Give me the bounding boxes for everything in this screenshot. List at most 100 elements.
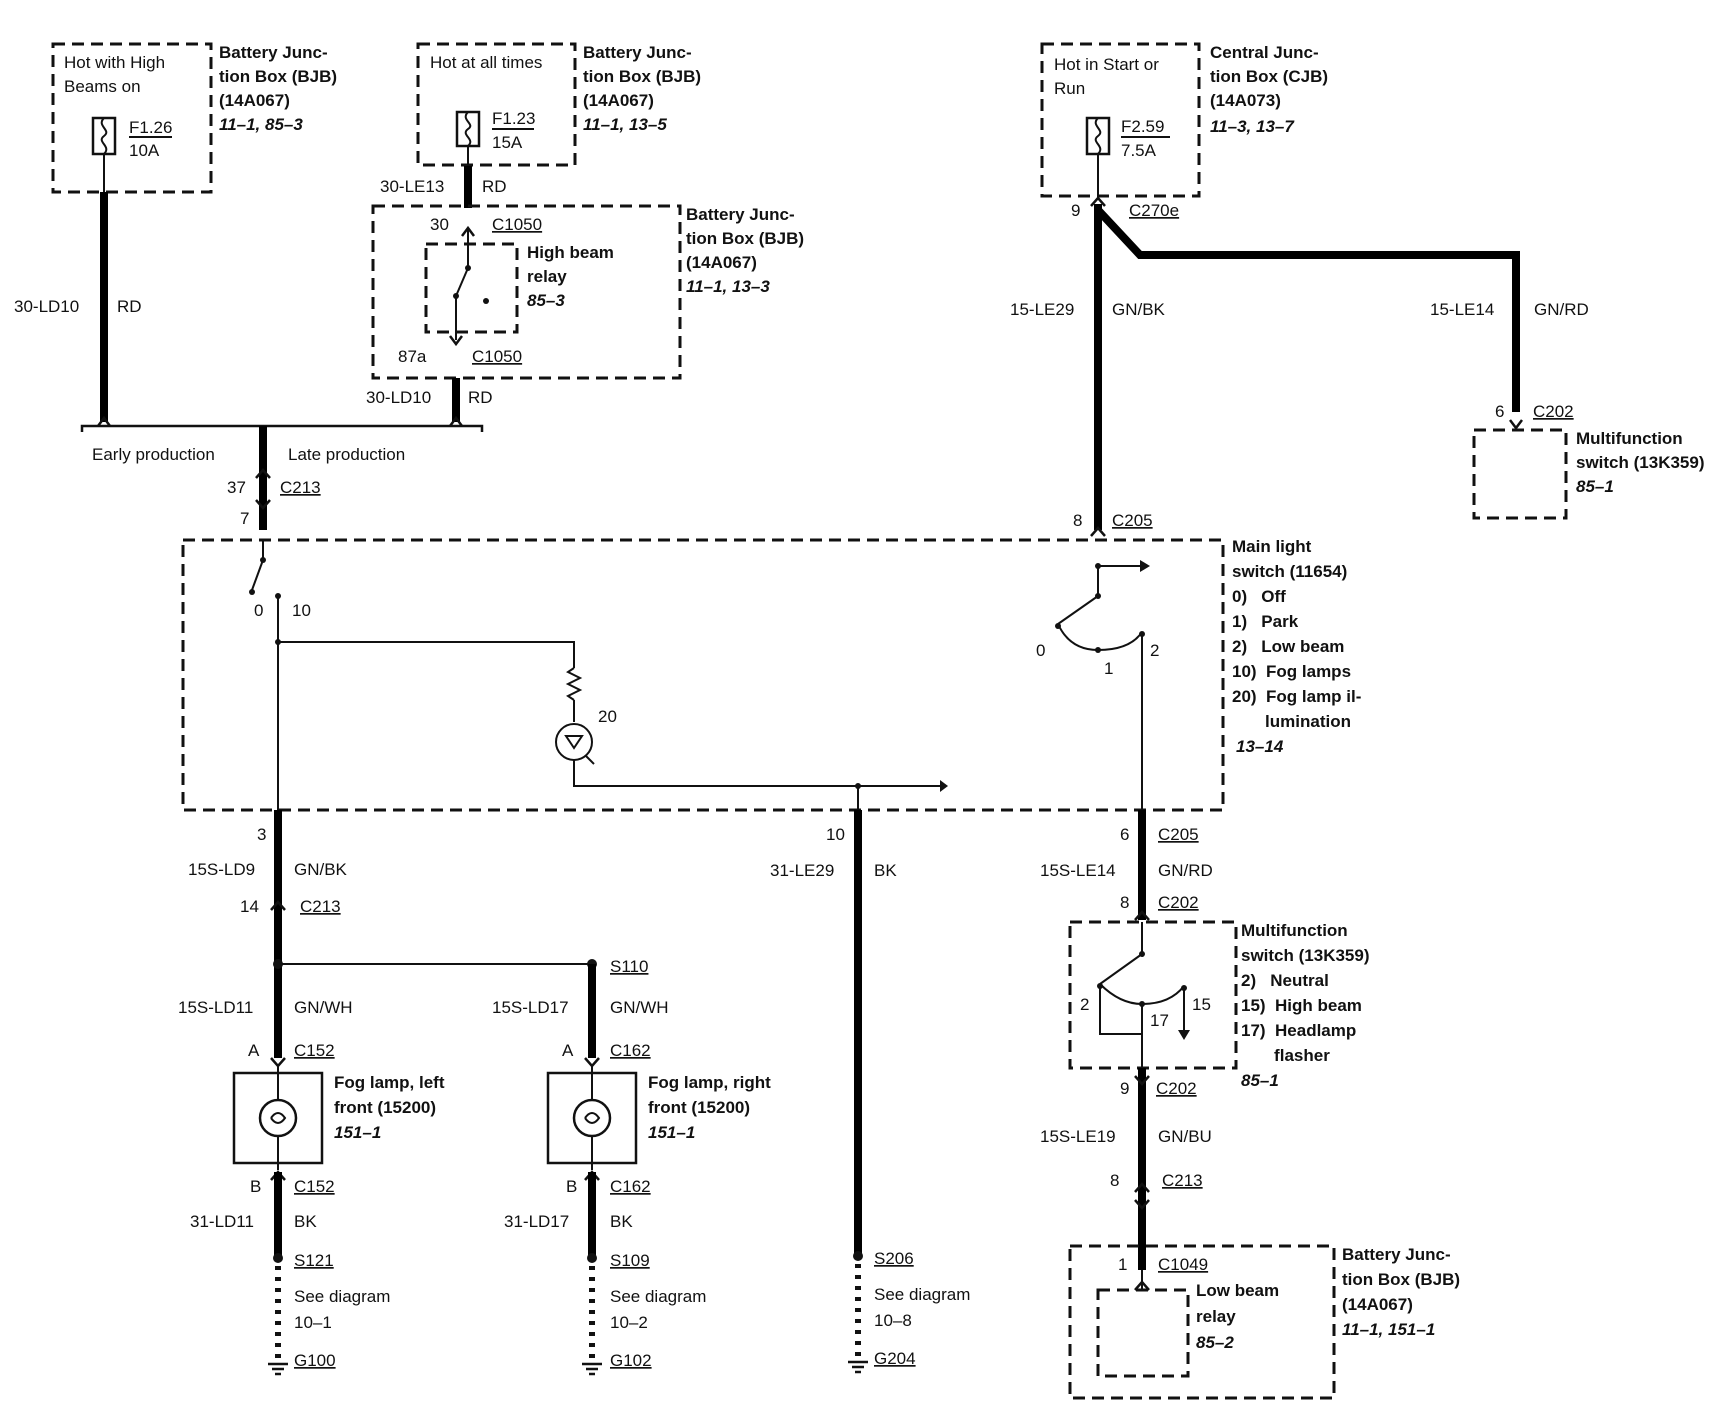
mfs-legend-3: flasher [1241, 1046, 1330, 1065]
fuse-f126-box-line2: tion Box (BJB) [219, 67, 337, 86]
c162-a-pin: A [562, 1041, 574, 1060]
production-bracket-tip-right [449, 415, 463, 427]
mfs-legend-0: 2) Neutral [1241, 971, 1329, 990]
mfs-pos-17: 17 [1150, 1011, 1169, 1030]
high-beam-bjb-ref: 11–1, 13–3 [686, 277, 770, 296]
mls-legend-3: 10) Fog lamps [1232, 662, 1351, 681]
wire-15sle19-circuit: 15S-LE19 [1040, 1127, 1116, 1146]
low-beam-relay-ref: 85–2 [1196, 1333, 1234, 1352]
high-beam-bjb-line2: tion Box (BJB) [686, 229, 804, 248]
c202-mf-name: C202 [1533, 402, 1574, 421]
main-light-switch-group: 0 10 20 0 1 2 Main light switch (11654) … [181, 537, 1361, 820]
c213-mid-name: C213 [300, 897, 341, 916]
fuse-f126-element [100, 117, 108, 155]
fuse-f259-hot-line1: Hot in Start or [1054, 55, 1159, 74]
mls-legend-4: 20) Fog lamp il- [1232, 687, 1361, 706]
c213-top-arrow-a [255, 468, 271, 479]
fuse-f126-hot-line2: Beams on [64, 77, 141, 96]
wire-15sle19-color: GN/BU [1158, 1127, 1212, 1146]
wire-31ld11-color: BK [294, 1212, 317, 1231]
ls-pin3: 3 [257, 825, 266, 844]
low-beam-relay-label-line2: relay [1196, 1307, 1236, 1326]
wire-15sld17-color: GN/WH [610, 998, 669, 1017]
c202-a-pin: 8 [1120, 893, 1129, 912]
mls-right-pos-0: 0 [1036, 641, 1045, 660]
fuse-f126-box-line1: Battery Junc- [219, 43, 328, 62]
c213-top-arrow-b [255, 499, 271, 510]
fuse-f259-id: F2.59 [1121, 117, 1164, 136]
low-beam-relay-label-line1: Low beam [1196, 1281, 1279, 1300]
c213-bot-pin: 8 [1110, 1171, 1119, 1190]
wire-30le13-color: RD [482, 177, 507, 196]
c205-bot-name: C205 [1158, 825, 1199, 844]
low-beam-bjb-line2: tion Box (BJB) [1342, 1270, 1460, 1289]
fuse-f123-box-line3: (14A067) [583, 91, 654, 110]
high-beam-relay-coil-dot [483, 298, 489, 304]
wire-15le14-top-color: GN/RD [1534, 300, 1589, 319]
c1049-pin: 1 [1118, 1255, 1127, 1274]
c205-top-arrow [1090, 526, 1106, 537]
wire-15sld11-color: GN/WH [294, 998, 353, 1017]
production-early-label: Early production [92, 445, 215, 464]
fuse-f123-element [464, 111, 472, 147]
ground-g204-name: G204 [874, 1349, 916, 1368]
mls-indicator-return [573, 760, 940, 787]
c202-b-arrow [1134, 1075, 1150, 1086]
high-beam-conn-out: C1050 [472, 347, 522, 366]
mfs-title-line1: Multifunction [1241, 921, 1348, 940]
fuse-f126-box [51, 42, 213, 194]
ls-pin10: 10 [826, 825, 845, 844]
fuse-f123-box-line2: tion Box (BJB) [583, 67, 701, 86]
high-beam-conn-out-arrow [449, 335, 463, 347]
wire-30ld10-right-circuit: 30-LD10 [366, 388, 431, 407]
main-light-switch-box [181, 538, 1225, 812]
fuse-f123-id: F1.23 [492, 109, 535, 128]
c202-a-arrow [1134, 910, 1150, 921]
mls-legend-5: lumination [1232, 712, 1351, 731]
high-beam-bjb-line1: Battery Junc- [686, 205, 795, 224]
mls-indicator-lamp [555, 723, 593, 761]
mls-indicator-ray [585, 755, 595, 765]
mls-indicator-pos: 20 [598, 707, 617, 726]
c152-a-pin: A [248, 1041, 260, 1060]
c152-b-pin: B [250, 1177, 261, 1196]
wire-30ld10-right-color: RD [468, 388, 493, 407]
high-beam-bjb-line3: (14A067) [686, 253, 757, 272]
fog-lamp-right-title-line1: Fog lamp, right [648, 1073, 771, 1092]
c202-b-pin: 9 [1120, 1079, 1129, 1098]
fuse-f123-ref: 11–1, 13–5 [583, 115, 667, 134]
c270e-pin: 9 [1071, 201, 1080, 220]
multifunction-switch-group: 2 17 15 Multifunction switch (13K359) 2)… [1068, 920, 1370, 1090]
wire-15sld11-circuit: 15S-LD11 [178, 998, 253, 1017]
fog-lamp-left-title-line1: Fog lamp, left [334, 1073, 445, 1092]
fuse-f126-ref: 11–1, 85–3 [219, 115, 303, 134]
fog-lamp-right-bulb-icon [572, 1098, 612, 1138]
high-beam-relay-ref: 85–3 [527, 291, 565, 310]
mls-left-pos-0: 0 [254, 601, 263, 620]
splice-s206: S206 [874, 1249, 914, 1268]
c205-top-name: C205 [1112, 511, 1153, 530]
c1049-name: C1049 [1158, 1255, 1208, 1274]
fog-lamp-right-title-line2: front (15200) [648, 1098, 750, 1117]
high-beam-pin-in: 30 [430, 215, 449, 234]
fuse-f126-group: Hot with High Beams on F1.26 10A Battery… [51, 42, 337, 194]
wire-31ld17-color: BK [610, 1212, 633, 1231]
high-beam-relay-label-line2: relay [527, 267, 567, 286]
multifunction-switch-top-line1: Multifunction [1576, 429, 1683, 448]
mls-right-pos-2: 2 [1150, 641, 1159, 660]
c162-a-arrow [584, 1057, 600, 1068]
mls-title-line2: switch (11654) [1232, 562, 1347, 581]
high-beam-relay-label-line1: High beam [527, 243, 614, 262]
mls-indicator-led-icon [564, 735, 584, 750]
wire-15le29-circuit: 15-LE29 [1010, 300, 1074, 319]
fuse-f123-box [416, 42, 577, 167]
mls-right-pos-1: 1 [1104, 659, 1113, 678]
mfs-high-beam-arrow [1178, 1030, 1190, 1040]
fog-lamp-right-filament [584, 1112, 601, 1124]
c213-bot-arrow-b [1134, 1199, 1150, 1210]
mfs-pos-2: 2 [1080, 995, 1089, 1014]
fog-lamp-left-filament [270, 1112, 287, 1124]
high-beam-relay-box [424, 242, 519, 334]
